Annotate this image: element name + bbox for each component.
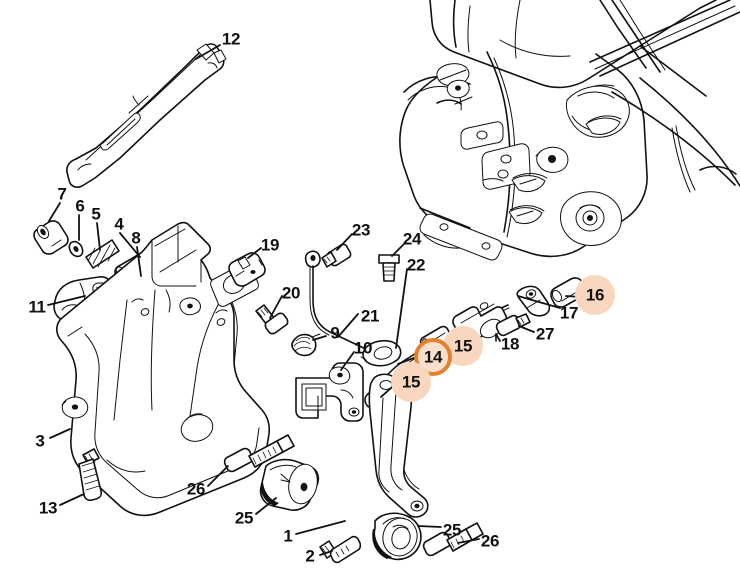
part-callout-17[interactable]: 17 — [559, 303, 579, 323]
part-callout-26[interactable]: 26 — [480, 531, 500, 551]
part-callout-10[interactable]: 10 — [353, 338, 373, 358]
part-callout-11[interactable]: 11 — [28, 297, 46, 317]
reference-saw-body — [399, 0, 740, 261]
part-callout-23[interactable]: 23 — [351, 220, 371, 240]
highlight-badge-16 — [575, 275, 615, 315]
part-callout-16[interactable]: 16 — [585, 285, 605, 305]
part-callout-27[interactable]: 27 — [535, 324, 555, 344]
part-callout-14[interactable]: 14 — [423, 347, 443, 367]
part-callout-24[interactable]: 24 — [402, 229, 422, 249]
part-21-ground-wire — [304, 250, 373, 353]
part-callout-15[interactable]: 15 — [401, 372, 421, 392]
part-13-screw — [78, 448, 103, 502]
part-20-screw — [255, 304, 289, 335]
part-27-screw — [495, 313, 531, 337]
part-callout-9[interactable]: 9 — [330, 323, 340, 343]
part-callout-19[interactable]: 19 — [260, 235, 280, 255]
part-callout-20[interactable]: 20 — [281, 283, 301, 303]
part-25-buffer-right — [372, 512, 422, 561]
part-callout-22[interactable]: 22 — [406, 255, 426, 275]
part-10-trigger-bracket — [295, 362, 364, 422]
part-2-screw — [319, 535, 362, 564]
part-callout-13[interactable]: 13 — [38, 498, 58, 518]
part-24-screw — [378, 254, 400, 282]
part-7-sleeve — [33, 220, 69, 255]
part-9-spring — [291, 333, 321, 357]
part-callout-21[interactable]: 21 — [360, 306, 380, 326]
part-callout-26[interactable]: 26 — [186, 479, 206, 499]
part-callout-5[interactable]: 5 — [91, 204, 101, 224]
part-5-spring — [85, 239, 120, 269]
part-callout-25[interactable]: 25 — [442, 520, 462, 540]
part-25-buffer-left — [259, 458, 320, 511]
part-callout-2[interactable]: 2 — [305, 546, 315, 566]
part-23-screw — [321, 243, 352, 268]
part-callout-15[interactable]: 15 — [453, 336, 473, 356]
part-callout-6[interactable]: 6 — [75, 196, 85, 216]
highlight-badge-15 — [391, 362, 431, 402]
part-callout-8[interactable]: 8 — [131, 228, 141, 248]
part-12-handle-bar — [66, 43, 227, 188]
part-callout-4[interactable]: 4 — [114, 214, 124, 234]
part-26-bolt-upper — [223, 434, 295, 473]
part-callout-12[interactable]: 12 — [221, 29, 241, 49]
part-26-bolt-lower — [422, 522, 484, 557]
part-callout-7[interactable]: 7 — [57, 184, 67, 204]
part-19-clamp — [228, 252, 266, 287]
part-callout-3[interactable]: 3 — [35, 431, 45, 451]
part-callout-1[interactable]: 1 — [283, 526, 293, 546]
part-callout-25[interactable]: 25 — [234, 508, 254, 528]
part-22-ring-terminal — [360, 339, 402, 367]
part-callout-18[interactable]: 18 — [500, 334, 520, 354]
part-6-washer — [68, 240, 84, 258]
